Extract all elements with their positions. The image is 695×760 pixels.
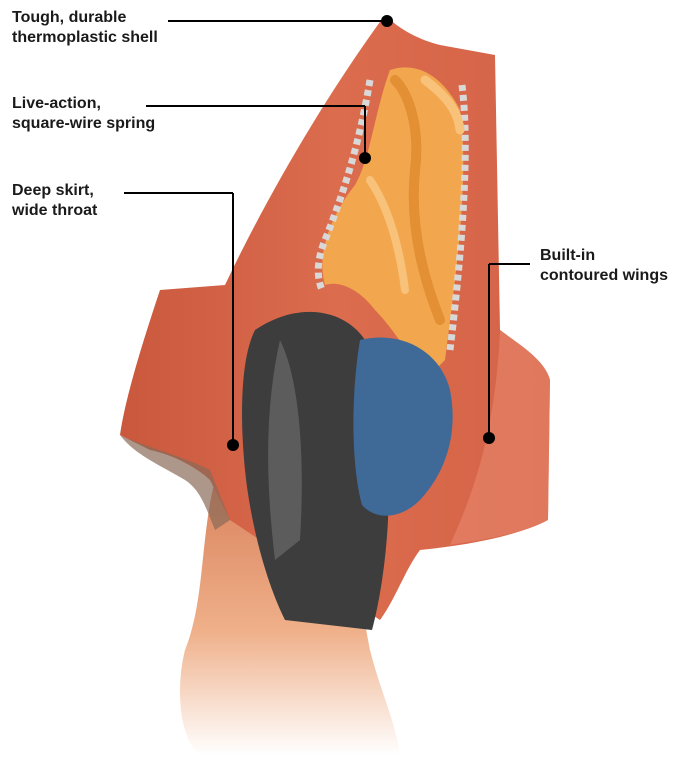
wings-dot bbox=[483, 432, 495, 444]
callout-shell-line2: thermoplastic shell bbox=[12, 28, 158, 48]
callout-wings: Built-in contoured wings bbox=[540, 246, 668, 286]
callout-wings-line1: Built-in bbox=[540, 246, 668, 266]
callout-spring: Live-action, square-wire spring bbox=[12, 94, 155, 134]
callout-skirt: Deep skirt, wide throat bbox=[12, 181, 97, 221]
spring-dot bbox=[359, 152, 371, 164]
skirt-dot bbox=[227, 439, 239, 451]
callout-spring-line1: Live-action, bbox=[12, 94, 155, 114]
callout-wings-line2: contoured wings bbox=[540, 266, 668, 286]
callout-skirt-line1: Deep skirt, bbox=[12, 181, 97, 201]
callout-spring-line2: square-wire spring bbox=[12, 114, 155, 134]
callout-shell: Tough, durable thermoplastic shell bbox=[12, 8, 158, 48]
callout-shell-line1: Tough, durable bbox=[12, 8, 158, 28]
shell-dot bbox=[381, 15, 393, 27]
callout-skirt-line2: wide throat bbox=[12, 201, 97, 221]
